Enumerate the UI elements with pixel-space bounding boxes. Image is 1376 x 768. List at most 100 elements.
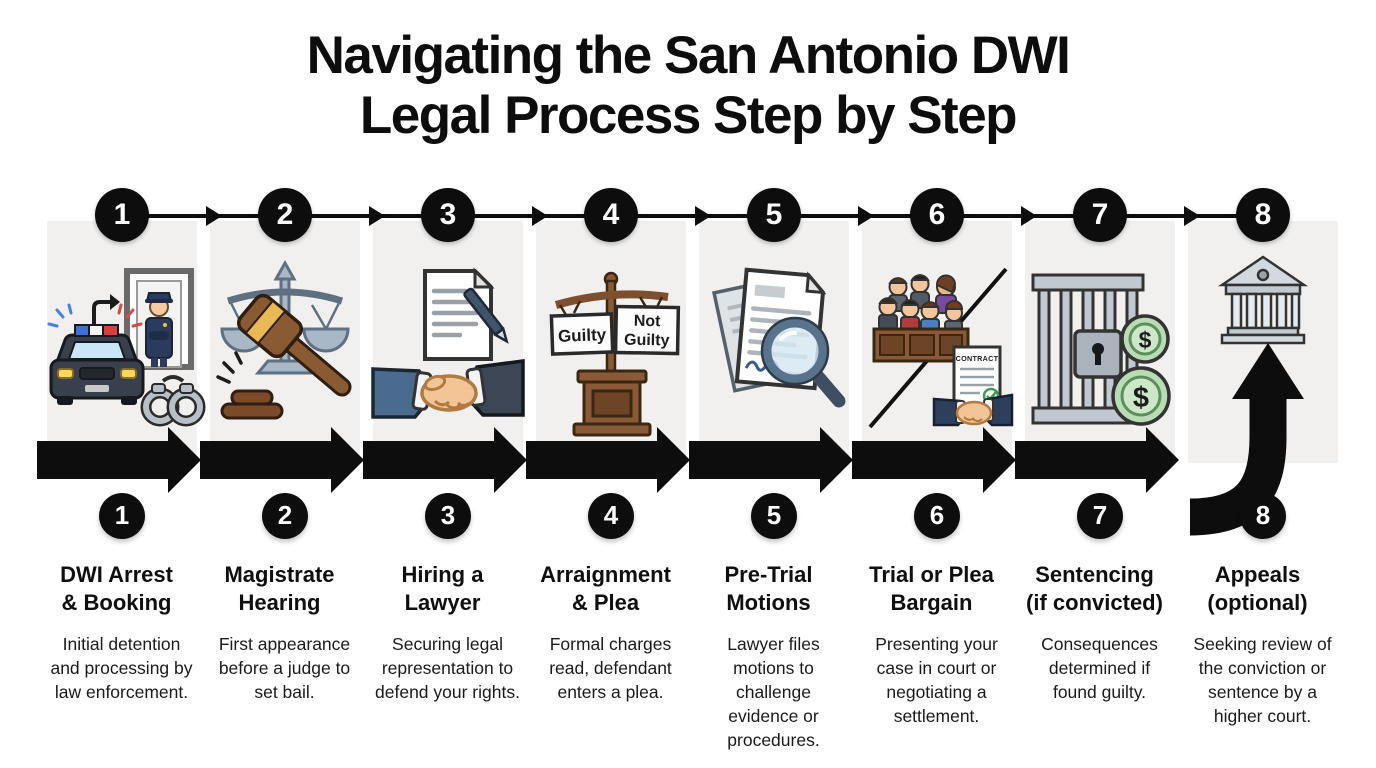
panel-appeals — [1188, 220, 1338, 536]
step-title: Appeals(optional) — [1207, 561, 1308, 615]
panel-magistrate-hearing — [210, 220, 360, 463]
step-title: DWI Arrest& Booking — [60, 561, 173, 615]
step-descriptions: Initial detention and processing by law … — [0, 632, 1376, 752]
handcuffs-icon — [140, 374, 206, 427]
timeline-node-2: 2 — [210, 187, 422, 244]
step-number-circle: 4 — [584, 187, 638, 242]
arrow-right-icon — [695, 205, 711, 226]
appeal-curved-arrow-icon — [1189, 342, 1304, 536]
step-number-circle: 3 — [421, 187, 475, 242]
flow-arrow-icon — [200, 426, 364, 493]
flow-arrow-icon — [363, 426, 527, 493]
connector-line — [1126, 205, 1237, 226]
step-number-circle: 7 — [1073, 187, 1127, 242]
arrow-right-icon — [369, 205, 385, 226]
handshake-icon — [371, 358, 525, 419]
flow-arrow-icon — [37, 426, 201, 493]
step-number-circle: 1 — [99, 492, 145, 539]
step-title: Sentencing(if convicted) — [1026, 561, 1163, 615]
step-number-circle: 8 — [1240, 492, 1286, 539]
plea-signs-icon: Guilty Not Guilty — [549, 271, 681, 437]
mini-handshake-icon — [932, 393, 1014, 427]
step-number: 8 — [1254, 197, 1272, 231]
step-number: 4 — [603, 500, 619, 531]
connector-line — [474, 205, 585, 226]
document-icon — [423, 267, 509, 361]
step-description: Seeking review of the conviction or sent… — [1193, 633, 1332, 726]
step-number-circle: 2 — [258, 187, 312, 242]
step-description: Formal charges read, defendant enters a … — [549, 633, 672, 702]
padlock-icon — [1073, 329, 1123, 379]
step-number-circle: 6 — [914, 492, 960, 539]
documents-magnifier-icon — [711, 267, 846, 408]
connector-line — [800, 205, 911, 226]
police-arrest-icon — [47, 267, 206, 427]
panel-pretrial-motions — [699, 220, 849, 463]
courthouse-icon — [1217, 255, 1309, 345]
step-number-circle: 5 — [751, 492, 797, 539]
panel-dwi-arrest — [47, 220, 206, 463]
connector-line — [637, 205, 748, 226]
step-number-circle: 4 — [588, 492, 634, 539]
timeline-node-4: 4 — [536, 187, 748, 244]
bottom-numbers: 1 2 3 4 5 6 7 8 — [0, 492, 1376, 543]
infographic-page: Navigating the San Antonio DWI Legal Pro… — [0, 26, 1376, 768]
impact-lines-icon — [216, 351, 243, 384]
guilty-sign-label: Guilty — [558, 325, 607, 346]
flow-arrow-icon — [689, 426, 853, 493]
jail-fines-icon: $ $ — [1031, 273, 1171, 426]
timeline-node-6: 6 — [862, 187, 1074, 244]
step-number: 3 — [440, 500, 456, 531]
transfer-arrow-icon — [92, 293, 120, 326]
courthouse-appeal-icon — [1189, 255, 1309, 536]
step-number: 3 — [439, 197, 457, 231]
handshake-document-icon — [371, 267, 525, 419]
step-number: 6 — [928, 197, 946, 231]
gavel-icon — [216, 293, 352, 420]
light-bar-icon — [74, 323, 119, 337]
step-number: 7 — [1091, 197, 1109, 231]
connector-line — [311, 205, 422, 226]
panel-hiring-lawyer — [371, 220, 525, 463]
timeline-node-8: 8 — [1188, 187, 1338, 244]
flow-arrow-icon — [526, 426, 690, 493]
timeline-node-7: 7 — [1025, 187, 1237, 244]
step-description: Consequences determined if found guilty. — [1041, 633, 1158, 702]
arrow-right-icon — [1184, 205, 1200, 226]
podium-icon — [572, 369, 652, 437]
magnifier-icon — [760, 316, 846, 408]
arrow-right-icon — [206, 205, 222, 226]
jury-contract-icon: CONTRACT — [868, 267, 1014, 429]
arrow-right-icon — [1021, 205, 1037, 226]
not-guilty-sign-label-2: Guilty — [624, 331, 670, 349]
police-officer-icon — [145, 291, 173, 367]
icon-panels: Guilty Not Guilty — [0, 220, 1376, 536]
not-guilty-sign-label-1: Not — [634, 313, 662, 330]
step-number: 5 — [766, 500, 782, 531]
connector-line — [148, 205, 259, 226]
step-number: 2 — [277, 500, 293, 531]
page-title-line2: Legal Process Step by Step — [359, 86, 1018, 146]
step-number: 2 — [276, 197, 294, 231]
contract-label: CONTRACT — [956, 354, 999, 363]
step-title: Arraignment& Plea — [540, 561, 671, 615]
panel-arraignment-plea: Guilty Not Guilty — [536, 220, 686, 463]
pen-icon — [463, 287, 509, 344]
step-number-circle: 1 — [95, 187, 149, 242]
step-number: 8 — [1255, 500, 1271, 531]
step-number-circle: 7 — [1077, 492, 1123, 539]
flow-arrows — [0, 426, 1376, 493]
flow-arrow-icon — [1015, 426, 1179, 493]
panel-sentencing: $ $ — [1025, 220, 1175, 463]
step-description: Securing legal representation to defend … — [375, 633, 520, 702]
siren-sparks-icon — [47, 303, 143, 328]
timeline-node-3: 3 — [373, 187, 585, 244]
top-timeline: 1 2 3 4 5 6 7 8 — [0, 187, 1376, 244]
arrow-right-icon — [532, 205, 548, 226]
contract-icon: CONTRACT — [952, 345, 1002, 409]
